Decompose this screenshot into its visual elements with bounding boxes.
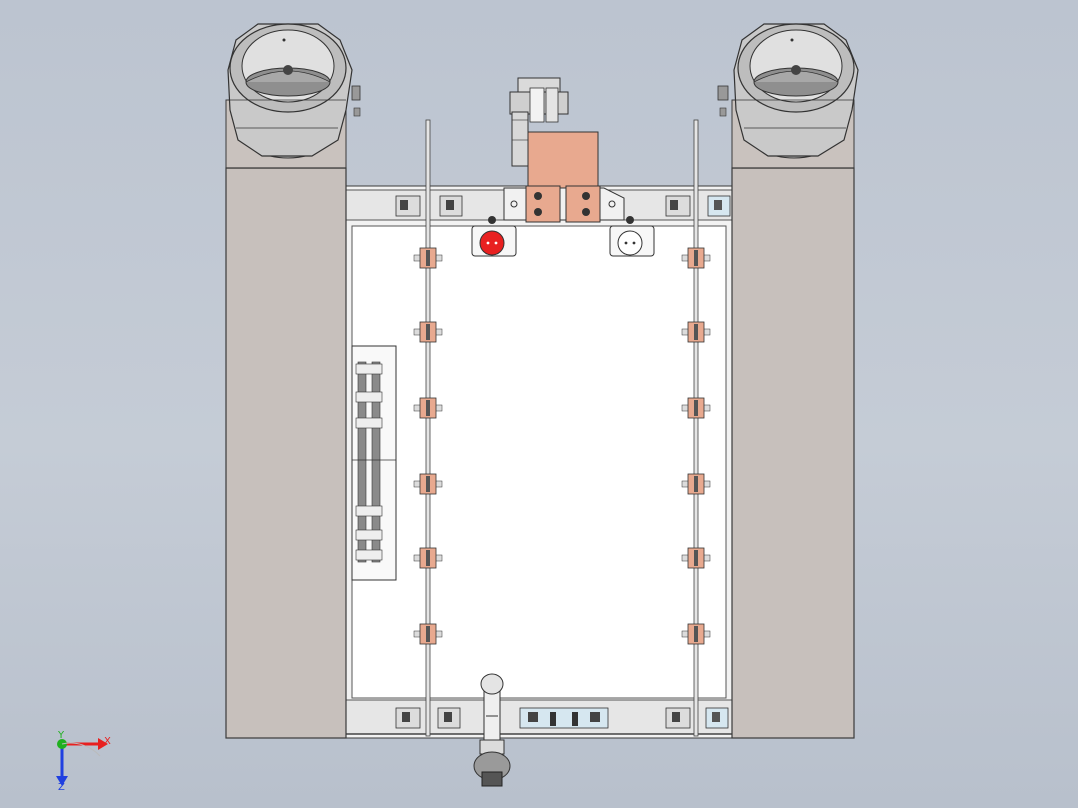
- top-rail-clamps: [395, 195, 731, 217]
- rod-clamp-bolt: [694, 250, 698, 266]
- main-housing[interactable]: [345, 185, 733, 739]
- rod-clamps: [413, 247, 711, 645]
- right-duct-column[interactable]: [731, 99, 855, 739]
- guide-rod-left: [425, 119, 431, 737]
- side-ladder-assembly[interactable]: [351, 345, 397, 581]
- guide-rod-right: [693, 119, 699, 737]
- exhaust-fan-left[interactable]: [227, 23, 361, 159]
- triad-x-label: X: [104, 736, 111, 747]
- rod-clamp-bolt: [694, 550, 698, 566]
- rod-clamp-bolt: [694, 400, 698, 416]
- drain-valve[interactable]: [473, 673, 511, 787]
- rod-clamp-bolt: [426, 550, 430, 566]
- copper-junction-block[interactable]: [503, 77, 625, 223]
- rod-clamp-bolt: [426, 400, 430, 416]
- rod-clamp-bolt: [694, 476, 698, 492]
- triad-z-label: Z: [58, 782, 65, 793]
- bottom-rail-clamps: [395, 707, 729, 729]
- coordinate-triad: X Y Z: [56, 730, 111, 793]
- rod-clamp-bolt: [426, 476, 430, 492]
- exhaust-fan-right[interactable]: [717, 23, 859, 159]
- rod-clamp-bolt: [426, 250, 430, 266]
- rod-clamp-bolt: [694, 626, 698, 642]
- rod-clamp-bolt: [694, 324, 698, 340]
- rod-clamp-bolt: [426, 626, 430, 642]
- rod-clamp-bolt: [426, 324, 430, 340]
- triad-y-label: Y: [57, 730, 65, 741]
- indicator-lamp-red[interactable]: [471, 216, 517, 257]
- left-duct-column[interactable]: [225, 99, 347, 739]
- indicator-lamp-white[interactable]: [609, 216, 655, 257]
